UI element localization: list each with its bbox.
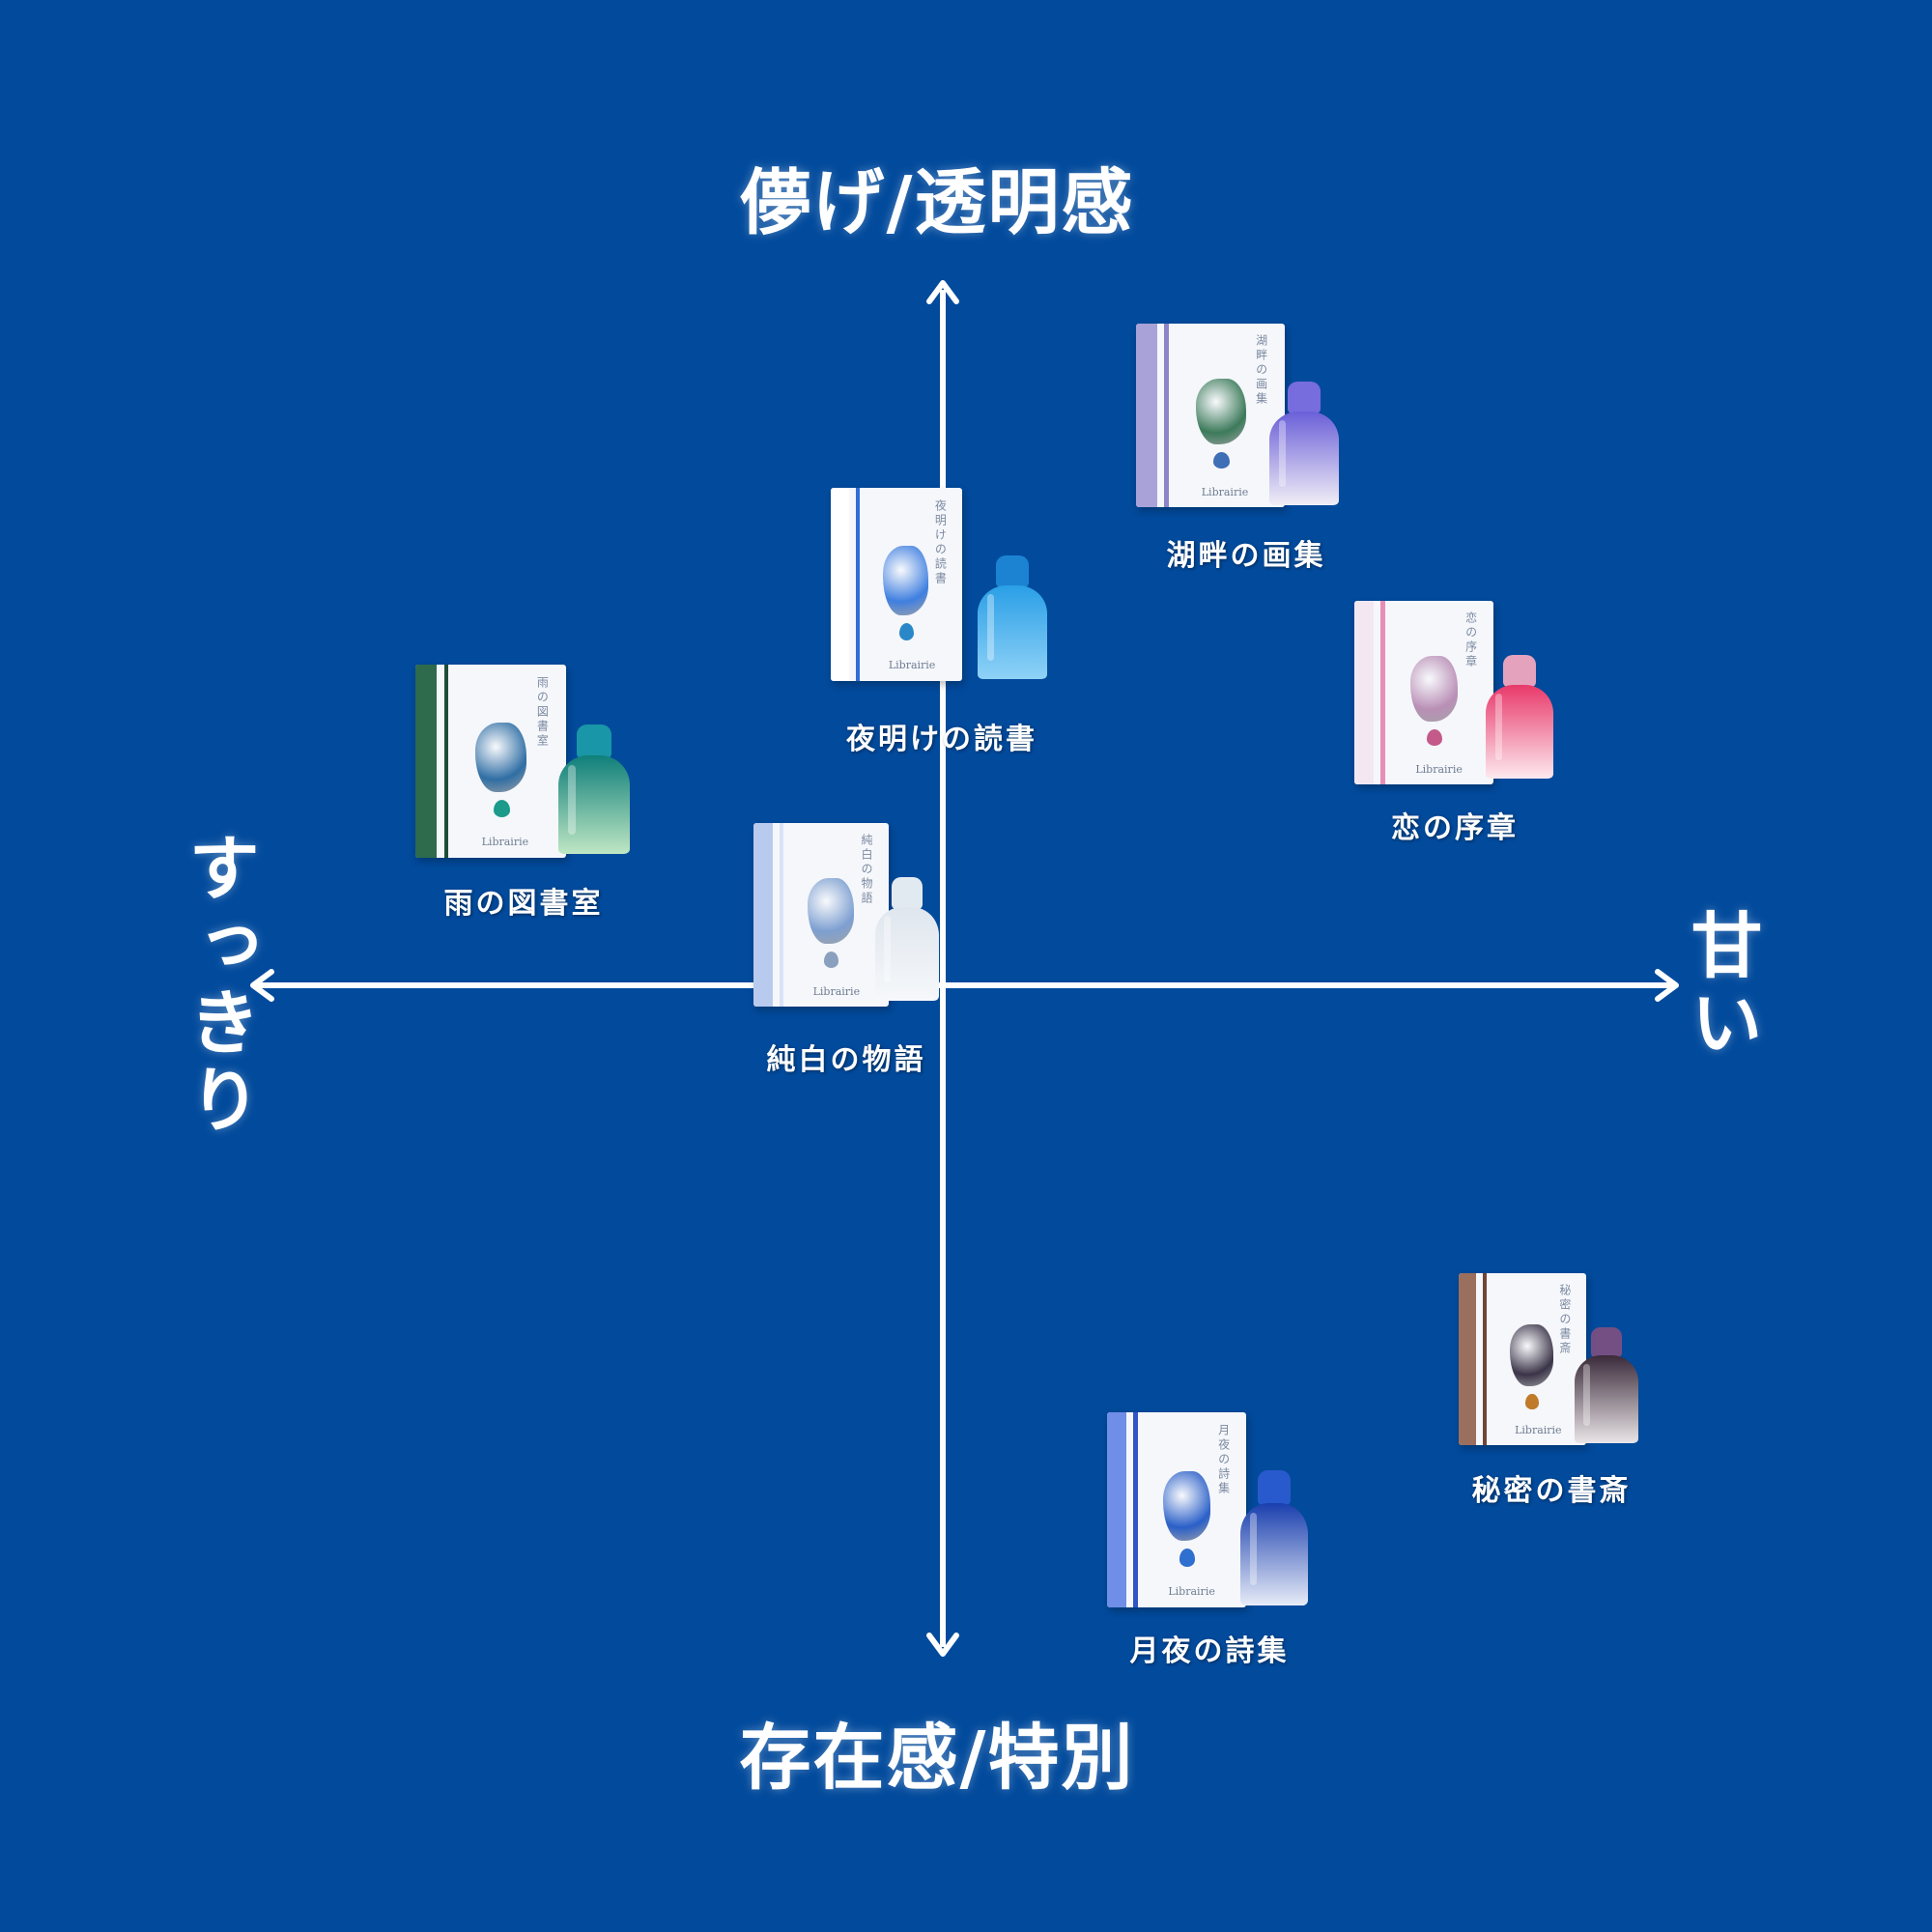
perfume-bottle <box>558 724 630 854</box>
box-vertical-title: 純白の物語 <box>860 834 873 907</box>
box-window-image <box>808 878 854 945</box>
bottle-body <box>875 906 939 1001</box>
product-box: 秘密の書斎 Librairie <box>1459 1273 1586 1445</box>
axis-label-bottom: 存在感/特別 <box>739 1717 1135 1800</box>
box-spine <box>831 488 850 681</box>
box-window-image <box>1409 656 1458 723</box>
bottle-body <box>978 584 1047 679</box>
bottle-body <box>1240 1502 1308 1605</box>
arrow-right-icon <box>1655 969 1679 1002</box>
gem-icon <box>1426 729 1442 747</box>
bottle-cap <box>1503 655 1536 688</box>
perfume-bottle <box>1269 382 1339 505</box>
bottle-cap <box>577 724 611 758</box>
bottle-cap <box>1591 1327 1622 1358</box>
brand-logo: Librairie <box>812 984 861 998</box>
gem-icon <box>1524 1393 1540 1409</box>
product-name: 月夜の詩集 <box>1129 1634 1290 1668</box>
product-box: 純白の物語 Librairie <box>753 823 889 1007</box>
gem-icon <box>823 952 839 969</box>
arrow-left-icon <box>250 969 274 1002</box>
product-junpaku: 純白の物語 Librairie 純白の物語 <box>753 823 947 1079</box>
product-name: 夜明けの読書 <box>846 723 1037 756</box>
box-ribbon <box>1380 601 1385 784</box>
brand-logo: Librairie <box>1415 762 1463 776</box>
box-spine <box>1107 1412 1127 1607</box>
box-vertical-title: 夜明けの読書 <box>933 499 948 586</box>
perfume-bottle <box>1486 655 1553 779</box>
box-ribbon <box>779 823 783 1007</box>
product-name: 秘密の書斎 <box>1471 1474 1632 1508</box>
product-yoake: 夜明けの読書 Librairie 夜明けの読書 <box>831 488 1053 756</box>
gem-icon <box>898 623 914 640</box>
box-vertical-title: 恋の序章 <box>1463 611 1478 670</box>
product-kohan: 湖畔の画集 Librairie 湖畔の画集 <box>1136 324 1358 584</box>
product-name: 純白の物語 <box>766 1043 926 1077</box>
box-spine <box>1459 1273 1477 1445</box>
product-tsukiyo: 月夜の詩集 Librairie 月夜の詩集 <box>1107 1412 1329 1668</box>
product-ame: 雨の図書室 Librairie 雨の図書室 <box>415 665 647 921</box>
bottle-body <box>1269 411 1339 505</box>
box-window-image <box>475 723 527 792</box>
box-spine <box>1354 601 1375 784</box>
box-ribbon <box>855 488 860 681</box>
brand-logo: Librairie <box>888 659 936 671</box>
product-koi: 恋の序章 Librairie 恋の序章 <box>1354 601 1577 845</box>
product-name: 湖畔の画集 <box>1166 539 1326 573</box>
product-box: 恋の序章 Librairie <box>1354 601 1493 784</box>
bottle-cap <box>1287 382 1321 414</box>
bottle-body <box>1486 684 1553 779</box>
perfume-bottle <box>1240 1470 1308 1605</box>
gem-icon <box>1179 1548 1195 1567</box>
gem-icon <box>494 800 511 817</box>
perfume-bottle <box>978 555 1047 679</box>
perfume-bottle <box>875 877 939 1001</box>
product-box: 雨の図書室 Librairie <box>415 665 566 858</box>
box-ribbon <box>1483 1273 1488 1445</box>
axis-label-right: 甘い <box>1679 908 1762 1063</box>
box-ribbon <box>1133 1412 1138 1607</box>
product-box: 夜明けの読書 Librairie <box>831 488 962 681</box>
box-vertical-title: 雨の図書室 <box>535 676 550 749</box>
brand-logo: Librairie <box>1168 1584 1215 1598</box>
arrow-down-icon <box>926 1633 959 1657</box>
bottle-body <box>558 755 630 854</box>
box-vertical-title: 月夜の詩集 <box>1216 1424 1231 1497</box>
product-box: 月夜の詩集 Librairie <box>1107 1412 1246 1607</box>
axis-label-top: 儚げ/透明感 <box>739 161 1135 244</box>
box-window-image <box>883 546 928 615</box>
box-window-image <box>1162 1470 1210 1542</box>
product-himitsu: 秘密の書斎 Librairie 秘密の書斎 <box>1459 1273 1671 1508</box>
box-spine <box>415 665 437 858</box>
bottle-body <box>1575 1354 1638 1443</box>
brand-logo: Librairie <box>1515 1424 1562 1437</box>
box-spine <box>753 823 773 1007</box>
box-ribbon <box>443 665 449 858</box>
product-box: 湖畔の画集 Librairie <box>1136 324 1285 507</box>
box-spine <box>1136 324 1157 507</box>
product-name: 恋の序章 <box>1391 811 1519 845</box>
brand-logo: Librairie <box>1201 485 1249 498</box>
box-vertical-title: 湖畔の画集 <box>1254 334 1268 408</box>
brand-logo: Librairie <box>481 836 529 848</box>
axis-label-left: すっきり <box>177 831 260 1140</box>
product-name: 雨の図書室 <box>443 887 604 921</box>
box-window-image <box>1195 379 1246 445</box>
box-window-image <box>1509 1324 1553 1387</box>
box-ribbon <box>1164 324 1169 507</box>
bottle-cap <box>892 877 923 910</box>
box-vertical-title: 秘密の書斎 <box>1557 1283 1572 1356</box>
arrow-up-icon <box>926 280 959 304</box>
gem-icon <box>1213 452 1231 469</box>
perfume-bottle <box>1575 1327 1638 1443</box>
bottle-cap <box>1258 1470 1291 1506</box>
bottle-cap <box>995 555 1030 588</box>
